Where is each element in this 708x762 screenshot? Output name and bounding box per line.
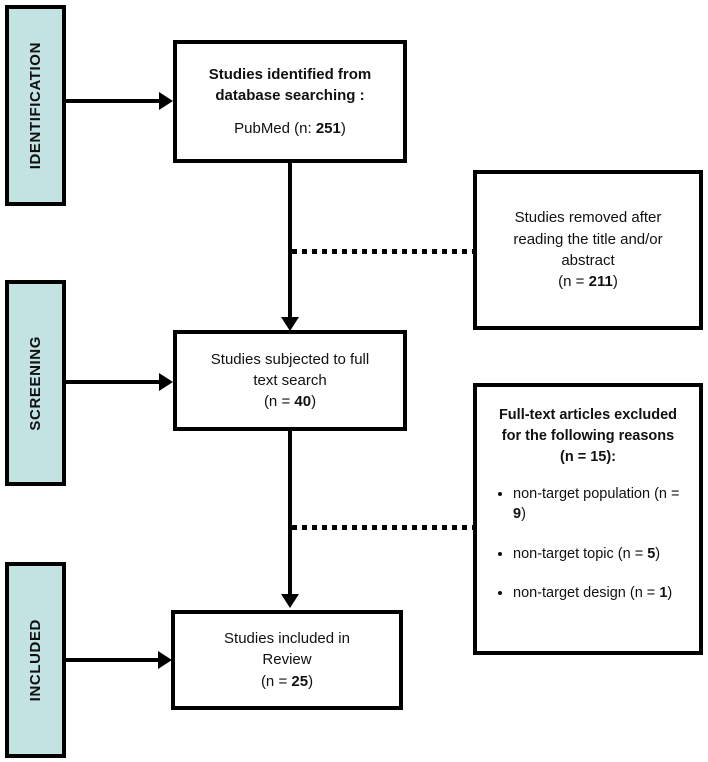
removed-title-abstract-line-1: Studies removed after	[514, 209, 662, 227]
list-item: non-target topic (n = 5)	[513, 544, 685, 564]
reason-0-text-after: )	[521, 506, 526, 523]
box-excluded-fulltext: Full-text articles excluded for the foll…	[473, 383, 703, 655]
arrowhead-identified-to-fulltext	[281, 317, 299, 331]
studies-identified-line-1: Studies identified from	[208, 66, 372, 84]
arrowhead-screening-to-fulltext	[159, 373, 173, 391]
fulltext-search-count: (n = 40)	[264, 391, 316, 412]
arrowhead-fulltext-to-included	[281, 594, 299, 608]
removed-title-abstract-count-suffix: )	[612, 273, 618, 291]
box-fulltext-search: Studies subjected to full text search (n…	[173, 330, 407, 431]
stage-label-screening: SCREENING	[27, 335, 44, 431]
stage-band-screening: SCREENING	[5, 280, 66, 486]
excluded-fulltext-heading-count: (n = 15):	[491, 447, 685, 468]
excluded-fulltext-heading: Full-text articles excluded for the foll…	[491, 405, 685, 468]
stage-band-included: INCLUDED	[5, 562, 66, 758]
reason-1-value: 5	[647, 545, 656, 562]
reason-2-text-after: )	[667, 584, 673, 601]
removed-title-abstract-count-value: 211	[588, 273, 613, 291]
reason-1-text-after: )	[655, 545, 661, 562]
stage-label-included: INCLUDED	[27, 618, 44, 702]
reason-2-value: 1	[659, 584, 668, 601]
excluded-fulltext-heading-line-1: Full-text articles excluded	[498, 407, 678, 423]
box-studies-identified: Studies identified from database searchi…	[173, 40, 407, 163]
excluded-fulltext-heading-count-value: 15	[590, 449, 607, 466]
studies-included-count: (n = 25)	[261, 671, 313, 692]
removed-title-abstract-count-prefix: (n =	[558, 273, 589, 291]
studies-identified-count-value: 251	[315, 119, 341, 137]
removed-title-abstract-line-3: abstract	[561, 252, 615, 269]
box-studies-included: Studies included in Review (n = 25)	[171, 610, 403, 710]
studies-identified-count: PubMed (n: 251)	[234, 118, 346, 139]
connector-dotted-removed-title-abstract	[292, 249, 473, 254]
excluded-fulltext-reason-list: non-target population (n = 9) non-target…	[491, 484, 685, 603]
arrowhead-identification-to-identified	[159, 92, 173, 110]
studies-included-line-2: Review	[262, 651, 312, 669]
studies-included-count-value: 25	[291, 672, 309, 690]
connector-fulltext-to-included	[288, 431, 292, 594]
connector-dotted-excluded-fulltext	[292, 525, 473, 530]
connector-screening-to-fulltext	[66, 380, 159, 384]
arrowhead-included-to-review	[158, 651, 172, 669]
excluded-fulltext-heading-count-prefix: (n =	[559, 449, 591, 466]
fulltext-search-count-value: 40	[294, 393, 312, 411]
studies-identified-count-prefix: PubMed (n:	[234, 119, 316, 137]
reason-1-text-before: non-target topic (n =	[513, 545, 648, 562]
stage-label-identification: IDENTIFICATION	[27, 41, 44, 170]
studies-included-count-prefix: (n =	[260, 672, 292, 690]
reason-0-value: 9	[513, 506, 522, 523]
connector-identified-to-fulltext	[288, 162, 292, 317]
studies-included-line-1: Studies included in	[224, 630, 350, 648]
studies-identified-count-suffix: )	[340, 119, 346, 137]
connector-included-to-review	[66, 658, 158, 662]
connector-identification-to-identified	[66, 99, 159, 103]
studies-included-count-suffix: )	[308, 672, 314, 690]
fulltext-search-count-prefix: (n =	[263, 393, 295, 411]
fulltext-search-line-1: Studies subjected to full	[210, 350, 370, 368]
removed-title-abstract-line-2: reading the title and/or	[513, 230, 663, 248]
removed-title-abstract-count: (n = 211)	[558, 271, 618, 292]
studies-identified-line-2: database searching :	[215, 87, 365, 105]
list-item: non-target design (n = 1)	[513, 583, 685, 603]
fulltext-search-count-suffix: )	[311, 393, 317, 411]
reason-2-text-before: non-target design (n =	[513, 584, 660, 601]
reason-0-text-before: non-target population (n =	[513, 486, 680, 503]
box-removed-title-abstract: Studies removed after reading the title …	[473, 170, 703, 330]
stage-band-identification: IDENTIFICATION	[5, 5, 66, 206]
excluded-fulltext-heading-line-2: for the following reasons	[501, 428, 675, 445]
fulltext-search-line-2: text search	[253, 371, 327, 389]
excluded-fulltext-heading-count-suffix: ):	[606, 449, 617, 466]
list-item: non-target population (n = 9)	[513, 484, 685, 525]
